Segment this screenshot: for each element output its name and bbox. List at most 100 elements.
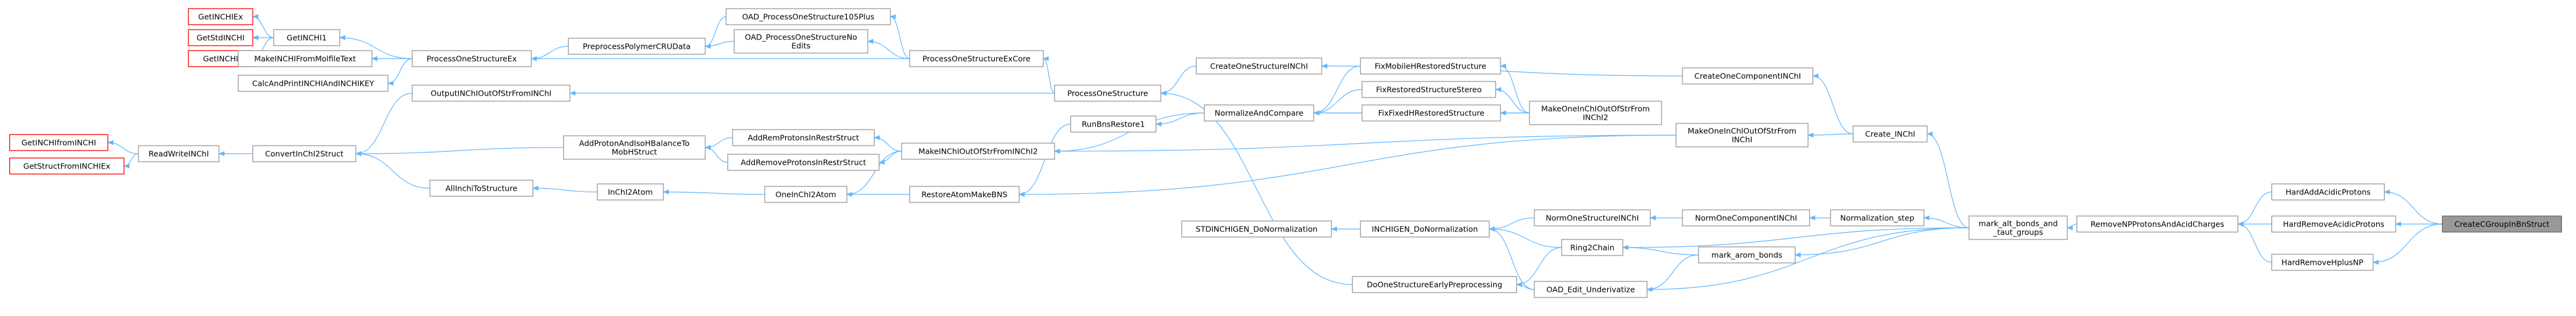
- edge-createcgroupinbnstruct-to-hardremovehplusnp: [2372, 223, 2443, 265]
- node-box: [1054, 85, 1161, 102]
- node-normonecomponentinchi[interactable]: NormOneComponentINChI: [1682, 209, 1810, 227]
- node-box: [1204, 104, 1314, 122]
- node-label: HardRemoveAcidicProtons: [2283, 220, 2384, 229]
- edge-readwriteinchi-to-getinchifrominchi: [107, 140, 139, 154]
- edge-processonestructureexcore-to-oad_processonestructure105plus: [889, 14, 910, 59]
- node-stdinchigen-donormalization[interactable]: STDINCHIGEN_DoNormalization: [1181, 220, 1332, 238]
- node-label: InChI2Atom: [608, 188, 653, 197]
- node-getstdinchi[interactable]: GetStdINCHI: [187, 29, 253, 46]
- node-normonestructureinchi[interactable]: NormOneStructureINChI: [1534, 209, 1651, 227]
- node-hardaddacidicprotons[interactable]: HardAddAcidicProtons: [2271, 183, 2385, 201]
- node-calcandprintinchiandinchikey[interactable]: CalcAndPrintINCHIAndINCHIKEY: [237, 75, 389, 92]
- node-oad-processonestructure105plus[interactable]: OAD_ProcessOneStructure105Plus: [725, 8, 891, 25]
- edge-outputinchioutofstrfrominchi-to-convertinchi2struct: [355, 93, 413, 156]
- node-label: ProcessOneStructure: [1068, 89, 1148, 98]
- edge-makeoneinchioutofstrfrominchi2-to-fixrestoredstructurestereo: [1495, 87, 1530, 114]
- node-box: [1676, 123, 1809, 148]
- node-createonestructureinchi[interactable]: CreateOneStructureINChI: [1196, 57, 1322, 75]
- node-create-inchi[interactable]: Create_INChI: [1853, 125, 1928, 143]
- node-createonecomponentinchi[interactable]: CreateOneComponentINChI: [1682, 67, 1814, 85]
- edge-readwriteinchi-to-getstructfrominchiex: [123, 153, 139, 168]
- edge-hardaddacidicprotons-to-removenpprotonsandacidcharges: [2237, 191, 2272, 227]
- node-getstructfrominchiex[interactable]: GetStructFromINCHIEx: [9, 157, 125, 175]
- node-label: AddRemoveProtonsInRestrStruct: [741, 158, 866, 167]
- node-normalizeandcompare[interactable]: NormalizeAndCompare: [1204, 104, 1314, 122]
- node-box: [2271, 254, 2374, 271]
- edge-mark_arom_bonds-to-ring2chain: [1622, 245, 1699, 256]
- node-makeinchioutofstrfrominchi2[interactable]: MakeINChIOutOfStrFromINChI2: [901, 143, 1055, 160]
- node-removenpprotonsandacidcharges[interactable]: RemoveNPProtonsAndAcidCharges: [2076, 215, 2239, 233]
- node-inchi2atom[interactable]: InChI2Atom: [596, 183, 664, 201]
- node-mark-alt-bonds-and-taut-groups[interactable]: mark_alt_bonds_and_taut_groups: [1969, 215, 2068, 240]
- node-label: OAD_ProcessOneStructure105Plus: [742, 12, 874, 22]
- edge-doonestructureearlypreprocessing-to-processonestructure: [1160, 91, 1352, 285]
- node-outputinchioutofstrfrominchi[interactable]: OutputINChIOutOfStrFromINChI: [411, 85, 570, 102]
- node-oad-edit-underivatize[interactable]: OAD_Edit_Underivatize: [1534, 281, 1648, 298]
- node-box: [9, 157, 125, 175]
- node-box: [1561, 239, 1624, 256]
- node-label: CreateOneComponentINChI: [1694, 72, 1801, 81]
- node-box: [411, 50, 532, 67]
- node-fixfixedhrestoredstructure[interactable]: FixFixedHRestoredStructure: [1361, 104, 1501, 122]
- node-box: [727, 154, 880, 171]
- node-box: [187, 29, 253, 46]
- node-fixrestoredstructurestereo[interactable]: FixRestoredStructureStereo: [1361, 81, 1496, 98]
- node-label: RunBnsRestore1: [1082, 120, 1145, 129]
- node-box: [725, 8, 891, 25]
- node-box: [1969, 215, 2068, 240]
- edge-mark_alt_bonds_and_taut_groups-to-mark_arom_bonds: [1794, 227, 1969, 257]
- edge-addremoveprotonsinrestrstruct-to-addprotonandisohbalancetomobhstruct: [704, 145, 728, 163]
- node-getinchi1[interactable]: GetINCHI1: [273, 29, 340, 46]
- node-inchigen-donormalization[interactable]: INCHIGEN_DoNormalization: [1360, 220, 1490, 238]
- edge-fixmobilehrestoredstructure-to-normalizeandcompare: [1313, 65, 1360, 115]
- node-restoreatommakebns[interactable]: RestoreAtomMakeBNS: [909, 186, 1020, 203]
- node-processonestructure[interactable]: ProcessOneStructure: [1054, 85, 1161, 102]
- edge-create_inchi-to-createonecomponentinchi: [1812, 73, 1853, 135]
- node-box: [429, 180, 533, 197]
- node-fixmobilehrestoredstructure[interactable]: FixMobileHRestoredStructure: [1360, 57, 1501, 75]
- edge-hardremovehplusnp-to-removenpprotonsandacidcharges: [2237, 222, 2272, 263]
- edge-oad_processonestructure105plus-to-preprocesspolymercrudata: [704, 16, 726, 49]
- node-label: HardAddAcidicProtons: [2286, 188, 2371, 197]
- node-label: HardRemoveHplusNP: [2281, 258, 2363, 267]
- node-preprocesspolymercrudata[interactable]: PreprocessPolymerCRUData: [567, 38, 706, 55]
- node-makeinchifrommolfiletext[interactable]: MakeINCHIFromMolfileText: [237, 50, 372, 67]
- node-addremprotonsinrestrstruct[interactable]: AddRemProtonsInRestrStruct: [732, 129, 875, 146]
- node-allinchitostructure[interactable]: AllInchiToStructure: [429, 180, 533, 197]
- edge-mark_alt_bonds_and_taut_groups-to-normalization_step: [1923, 215, 1969, 228]
- node-normalization-step[interactable]: Normalization_step: [1830, 209, 1925, 227]
- node-oneinchi2atom[interactable]: OneInChI2Atom: [764, 186, 847, 203]
- node-processonestructureexcore[interactable]: ProcessOneStructureExCore: [909, 50, 1044, 67]
- edge-makeinchioutofstrfrominchi2-to-addremprotonsinrestrstruct: [873, 135, 902, 152]
- edge-createonestructureinchi-to-processonestructure: [1160, 65, 1196, 96]
- edge-oad_edit_underivatize-to-inchigen_donormalization: [1488, 227, 1534, 290]
- node-convertinchi2struct[interactable]: ConvertInChI2Struct: [252, 145, 356, 162]
- node-getinchifrominchi[interactable]: GetINCHIfromINCHI: [9, 134, 109, 151]
- node-getinchiex[interactable]: GetINCHIEx: [187, 8, 253, 25]
- node-addremoveprotonsinrestrstruct[interactable]: AddRemoveProtonsInRestrStruct: [727, 154, 880, 171]
- edge-allinchitostructure-to-convertinchi2struct: [355, 151, 430, 189]
- node-doonestructureearlypreprocessing[interactable]: DoOneStructureEarlyPreprocessing: [1352, 276, 1517, 293]
- node-ring2chain[interactable]: Ring2Chain: [1561, 239, 1624, 256]
- node-runbnsrestore1[interactable]: RunBnsRestore1: [1070, 115, 1157, 133]
- node-hardremovehplusnp[interactable]: HardRemoveHplusNP: [2271, 254, 2374, 271]
- node-processonestructureex[interactable]: ProcessOneStructureEx: [411, 50, 532, 67]
- node-label: MakeOneInChIOutOfStrFrom: [1688, 127, 1796, 136]
- node-createcgroupinbnstruct[interactable]: CreateCGroupInBnStruct: [2442, 215, 2562, 233]
- node-box: [764, 186, 847, 203]
- node-label: Ring2Chain: [1570, 243, 1615, 252]
- node-label: FixRestoredStructureStereo: [1376, 85, 1481, 94]
- node-hardremoveacidicprotons[interactable]: HardRemoveAcidicProtons: [2271, 215, 2397, 233]
- node-readwriteinchi[interactable]: ReadWriteINChI: [138, 145, 220, 162]
- node-mark-arom-bonds[interactable]: mark_arom_bonds: [1698, 246, 1796, 264]
- node-label: GetINCHIfromINCHI: [22, 138, 96, 148]
- node-label: INCHIGEN_DoNormalization: [1372, 225, 1478, 234]
- edge-mark_alt_bonds_and_taut_groups-to-create_inchi: [1926, 131, 1969, 228]
- node-box: [9, 134, 109, 151]
- edge-fixrestoredstructurestereo-to-normalizeandcompare: [1313, 89, 1362, 115]
- node-label: CreateOneStructureINChI: [1210, 62, 1308, 71]
